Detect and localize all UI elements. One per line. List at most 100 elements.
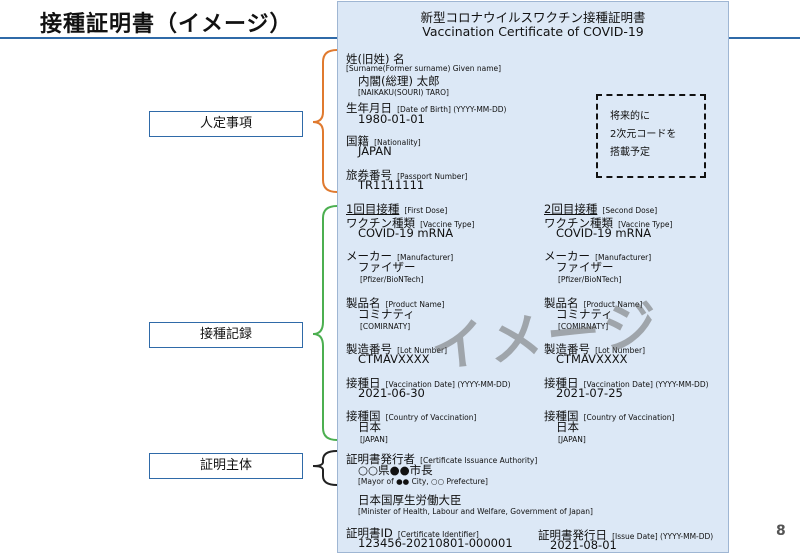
dose1-lot-value: CTMAVXXXX [358,352,430,366]
dose1-lot-label: 製造番号 [346,342,392,356]
identity-bracket [312,49,338,193]
dose1-date-label-en: [Vaccination Date] (YYYY-MM-DD) [385,380,511,389]
dose2-manufacturer-value-en: [Pfizer/BioNTech] [558,275,622,284]
nationality-label-en: [Nationality] [374,138,421,147]
dose1-date-value: 2021-06-30 [358,386,425,400]
dose2-date-label-row: 接種日 [Vaccination Date] (YYYY-MM-DD) [544,372,709,391]
issuer-value-en: [Mayor of ●● City, ○○ Prefecture] [358,477,488,486]
dose1-lot-label-en: [Lot Number] [397,346,448,355]
dose2-date-label-en: [Vaccination Date] (YYYY-MM-DD) [583,380,709,389]
dose1-product-label-en: [Product Name] [385,300,445,309]
future-box-line-1: 将来的に [610,111,650,122]
dose2-lot-label-en: [Lot Number] [595,346,646,355]
dose1-manufacturer-value-en: [Pfizer/BioNTech] [360,275,424,284]
ministry-value-en: [Minister of Health, Labour and Welfare,… [358,507,593,516]
issue-date-label-row: 証明書発行日 [Issue Date] (YYYY-MM-DD) [538,524,713,543]
dose1-vaccine-type-label-row: ワクチン種類 [Vaccine Type] [346,212,474,231]
issuer-label-en: [Certificate Issuance Authority] [420,456,538,465]
dose2-lot-label-row: 製造番号 [Lot Number] [544,338,645,357]
dose2-heading-row: 2回目接種 [Second Dose] [544,198,657,217]
dose2-country-value-en: [JAPAN] [558,435,586,444]
dose1-date-label: 接種日 [346,376,381,390]
dose1-heading-row: 1回目接種 [First Dose] [346,198,447,217]
cert-id-label-row: 証明書ID [Certificate Identifier] [346,522,479,541]
nationality-label: 国籍 [346,134,369,148]
dose1-country-label-row: 接種国 [Country of Vaccination] [346,405,476,424]
dose2-manufacturer-label: メーカー [544,249,590,263]
future-box-line-3: 搭載予定 [610,147,650,158]
name-value-en: [NAIKAKU(SOURI) TARO] [358,88,449,97]
nationality-value: JAPAN [358,144,392,158]
issue-date-label: 証明書発行日 [538,528,607,542]
dose1-manufacturer-label-row: メーカー [Manufacturer] [346,245,453,264]
dose2-country-label: 接種国 [544,409,579,423]
dose1-country-value-en: [JAPAN] [360,435,388,444]
dose2-product-label-en: [Product Name] [583,300,643,309]
name-label: 姓(旧姓) 名 [346,52,405,66]
dose2-manufacturer-value: ファイザー [556,260,614,274]
record-bracket [312,205,338,441]
page-number: 8 [776,523,786,539]
side-label-identity: 人定事項 [149,111,303,137]
name-label-en: [Surname(Former surname) Given name] [346,64,502,73]
passport-label: 旅券番号 [346,168,392,182]
dose2-manufacturer-label-en: [Manufacturer] [595,253,652,262]
dose2-vaccine-type-value: COVID-19 mRNA [556,226,652,240]
dose1-heading: 1回目接種 [346,202,400,216]
dose2-country-label-row: 接種国 [Country of Vaccination] [544,405,674,424]
dose2-date-label: 接種日 [544,376,579,390]
dose2-lot-value: CTMAVXXXX [556,352,628,366]
dose1-product-label: 製品名 [346,296,381,310]
cert-id-label: 証明書ID [346,526,393,540]
dose1-heading-en: [First Dose] [404,206,448,215]
dose1-manufacturer-label-en: [Manufacturer] [397,253,454,262]
dob-label: 生年月日 [346,101,392,115]
dose2-lot-label: 製造番号 [544,342,590,356]
cert-id-value: 123456-20210801-000001 [358,536,513,550]
dose1-date-label-row: 接種日 [Vaccination Date] (YYYY-MM-DD) [346,372,511,391]
dob-label-en: [Date of Birth] (YYYY-MM-DD) [397,105,507,114]
qr-code-placeholder: 将来的に 2次元コードを 搭載予定 [596,94,706,178]
dose2-product-label-row: 製品名 [Product Name] [544,292,642,311]
dob-value: 1980-01-01 [358,112,425,126]
passport-label-row: 旅券番号 [Passport Number] [346,164,467,183]
dose1-vaccine-type-label: ワクチン種類 [346,216,415,230]
issuer-label: 証明書発行者 [346,452,415,466]
dob-label-row: 生年月日 [Date of Birth] (YYYY-MM-DD) [346,97,506,116]
issuer-value: ○○県●●市長 [358,463,433,477]
issuer-label-row: 証明書発行者 [Certificate Issuance Authority] [346,448,537,467]
ministry-value: 日本国厚生労働大臣 [358,493,462,507]
dose1-product-value-en: [COMIRNATY] [360,322,411,331]
slide-title: 接種証明書（イメージ） [40,12,293,37]
dose2-product-value: コミナティ [556,307,613,321]
dose1-country-value: 日本 [358,420,381,434]
cert-id-label-en: [Certificate Identifier] [397,530,479,539]
certificate-card: 新型コロナウイルスワクチン接種証明書 Vaccination Certifica… [337,1,729,553]
dose2-vaccine-type-label: ワクチン種類 [544,216,613,230]
issuer-bracket [312,450,338,486]
dose2-vaccine-type-label-en: [Vaccine Type] [618,220,673,229]
side-label-issuer: 証明主体 [149,453,303,479]
passport-label-en: [Passport Number] [397,172,468,181]
dose1-product-label-row: 製品名 [Product Name] [346,292,444,311]
dose1-vaccine-type-label-en: [Vaccine Type] [420,220,475,229]
dose2-heading-en: [Second Dose] [602,206,658,215]
dose2-product-value-en: [COMIRNATY] [558,322,609,331]
passport-value: TR1111111 [358,178,425,192]
dose1-manufacturer-value: ファイザー [358,260,416,274]
certificate-title-en: Vaccination Certificate of COVID-19 [422,24,644,39]
name-value: 内閣(総理) 太郎 [358,74,440,88]
dose2-country-value: 日本 [556,420,579,434]
future-box-line-2: 2次元コードを [610,129,677,140]
name-label-row: 姓(旧姓) 名 [346,48,405,67]
dose1-lot-label-row: 製造番号 [Lot Number] [346,338,447,357]
dose2-heading: 2回目接種 [544,202,598,216]
nationality-label-row: 国籍 [Nationality] [346,130,421,149]
dose1-manufacturer-label: メーカー [346,249,392,263]
dose2-country-label-en: [Country of Vaccination] [583,413,675,422]
dose1-product-value: コミナティ [358,307,415,321]
side-label-record: 接種記録 [149,322,303,348]
dose2-manufacturer-label-row: メーカー [Manufacturer] [544,245,651,264]
issue-date-value: 2021-08-01 [550,538,617,552]
